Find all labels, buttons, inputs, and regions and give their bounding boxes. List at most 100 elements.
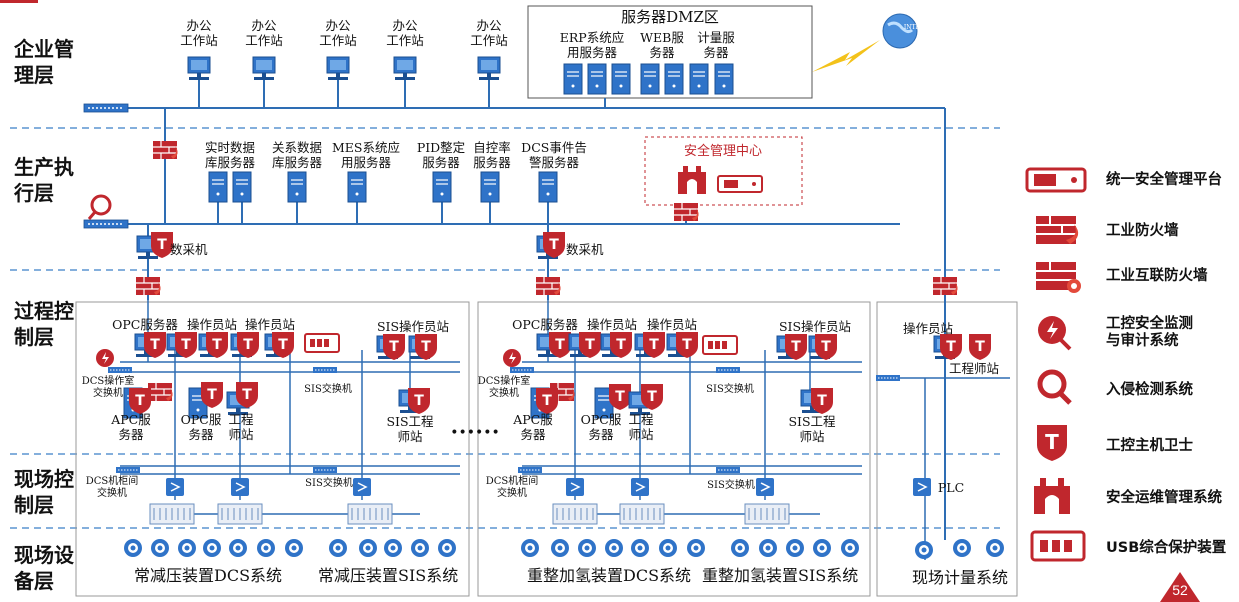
page-number: 52 — [1172, 582, 1188, 598]
dcs-cabinet-switch-label: DCS机柜间 交换机 — [85, 476, 139, 499]
dcs-room-switch-label: DCS操作室 交换机 — [477, 376, 531, 399]
operator-label: 操作员站 — [646, 317, 697, 332]
industrial-firewall-icon — [673, 202, 700, 222]
sis-field-switch-label: SIS交换机 — [305, 478, 353, 489]
layer-enterprise: 企业管 理层 — [14, 37, 74, 87]
field-controllers — [149, 477, 932, 525]
industrial-firewall-icon — [147, 382, 174, 402]
web-server-label: WEB服 务器 — [640, 30, 684, 60]
sis-engineer-label: SIS工程 师站 — [386, 414, 434, 444]
system-label: 重整加氢装置DCS系统 — [527, 566, 692, 585]
metering-stations — [933, 334, 991, 360]
collector-label-right: 数采机 — [566, 242, 604, 257]
server-icon — [208, 171, 228, 203]
field-devices — [124, 539, 1004, 559]
legend-icons: T — [1025, 167, 1087, 562]
lightning-icon — [812, 40, 880, 72]
sis-switch-left — [312, 366, 338, 374]
dcs-room-switch-label: DCS操作室 交换机 — [81, 376, 135, 399]
engineer-label: 工程 师站 — [228, 412, 254, 442]
apc-label: APC服 务器 — [513, 412, 553, 442]
sis-field-switch-right — [715, 466, 741, 474]
sis-switch-label: SIS交换机 — [304, 384, 352, 395]
office-ws-label: 办公 工作站 — [386, 18, 424, 48]
office-ws-label: 办公 工作站 — [319, 18, 357, 48]
layer-separators — [10, 127, 1000, 529]
security-center-zone — [644, 136, 803, 206]
dcs-cabinet-switch-left — [115, 466, 141, 474]
layer-field-device: 现场设 备层 — [14, 543, 74, 593]
server-icon — [347, 171, 367, 203]
legend-label: 入侵检测系统 — [1106, 382, 1193, 398]
operator-label: 操作员站 — [586, 317, 637, 332]
svg-text:T: T — [1045, 430, 1059, 454]
erp-server-label: ERP系统应 用服务器 — [559, 30, 625, 60]
internet-label: INTERNET — [903, 24, 939, 31]
server-icon — [232, 171, 252, 203]
sis-switch-right — [715, 366, 741, 374]
security-center-label: 安全管理中心 — [683, 144, 762, 159]
operator-label: 操作员站 — [244, 317, 295, 332]
unified-security-platform-icon — [717, 175, 763, 193]
opc-label: OPC服务器 — [112, 317, 178, 332]
legend-label: 安全运维管理系统 — [1106, 490, 1222, 506]
sis-engineer-label: SIS工程 师站 — [788, 414, 836, 444]
rdb-server-label: 关系数据 库服务器 — [271, 140, 322, 170]
zone-metering — [876, 301, 1018, 597]
process-bus-left — [120, 300, 460, 515]
metering-engineer-label: 工程师站 — [948, 361, 999, 376]
metering-operator-label: 操作员站 — [902, 321, 953, 336]
legend-label: USB综合保护装置 — [1106, 540, 1227, 556]
zone-crude-unit — [75, 301, 470, 597]
sis-operator-label: SIS操作员站 — [376, 319, 450, 334]
dcs-cabinet-switch-label: DCS机柜间 交换机 — [485, 476, 539, 499]
operator-label: 操作员站 — [186, 317, 237, 332]
ops-management-icon — [678, 166, 706, 194]
left-operator-stations — [96, 332, 437, 419]
zone-reforming-unit — [477, 301, 871, 597]
office-pc-icon — [326, 56, 350, 81]
sis-field-switch-label: SIS交换机 — [707, 480, 755, 491]
dmz-title: 服务器DMZ区 — [621, 8, 719, 26]
dcs-room-switch-right — [509, 366, 535, 374]
metering-server-label: 计量服 务器 — [697, 30, 735, 60]
opc2-label: OPC服 务器 — [580, 412, 622, 442]
industrial-firewall-icon — [135, 276, 162, 296]
layer-process: 过程控 制层 — [14, 299, 74, 349]
server-icon — [611, 63, 631, 95]
dcs-cabinet-switch-right — [517, 466, 543, 474]
sis-operator-label: SIS操作员站 — [778, 319, 852, 334]
office-pc-icon — [393, 56, 417, 81]
system-label: 常减压装置SIS系统 — [318, 566, 459, 585]
server-icon — [563, 63, 583, 95]
legend-label: 工控主机卫士 — [1106, 438, 1193, 454]
industrial-firewall-icon — [932, 276, 959, 296]
plc-label: PLC — [937, 480, 965, 495]
server-icon — [640, 63, 660, 95]
collector-label-left: 数采机 — [170, 242, 208, 257]
pid-server-label: PID整定 服务器 — [416, 140, 466, 170]
autorate-server-label: 自控率 服务器 — [473, 140, 511, 170]
server-icon — [714, 63, 734, 95]
opc2-label: OPC服 务器 — [180, 412, 222, 442]
rtdb-server-label: 实时数据 库服务器 — [204, 140, 255, 170]
server-icon — [432, 171, 452, 203]
industrial-internet-firewall-icon — [152, 140, 179, 160]
office-ws-label: 办公 工作站 — [180, 18, 218, 48]
process-bus-right — [522, 300, 862, 515]
legend-label: 工业防火墙 — [1106, 223, 1179, 239]
dcs-alarm-server-label: DCS事件告 警服务器 — [521, 140, 587, 170]
mes-server-label: MES系统应 用服务器 — [332, 140, 400, 170]
opc-label: OPC服务器 — [512, 317, 578, 332]
continuation-dots: •••••• — [450, 425, 500, 441]
execution-switch — [83, 219, 129, 229]
legend-label: 工控安全监测 与审计系统 — [1106, 316, 1193, 349]
office-ws-label: 办公 工作站 — [470, 18, 508, 48]
process-bus-metering — [885, 377, 1010, 560]
server-icon — [689, 63, 709, 95]
server-icon — [538, 171, 558, 203]
layer-field-control: 现场控 制层 — [14, 467, 74, 517]
legend-label: 工业互联防火墙 — [1106, 268, 1208, 284]
intrusion-detection-icon — [87, 194, 112, 220]
